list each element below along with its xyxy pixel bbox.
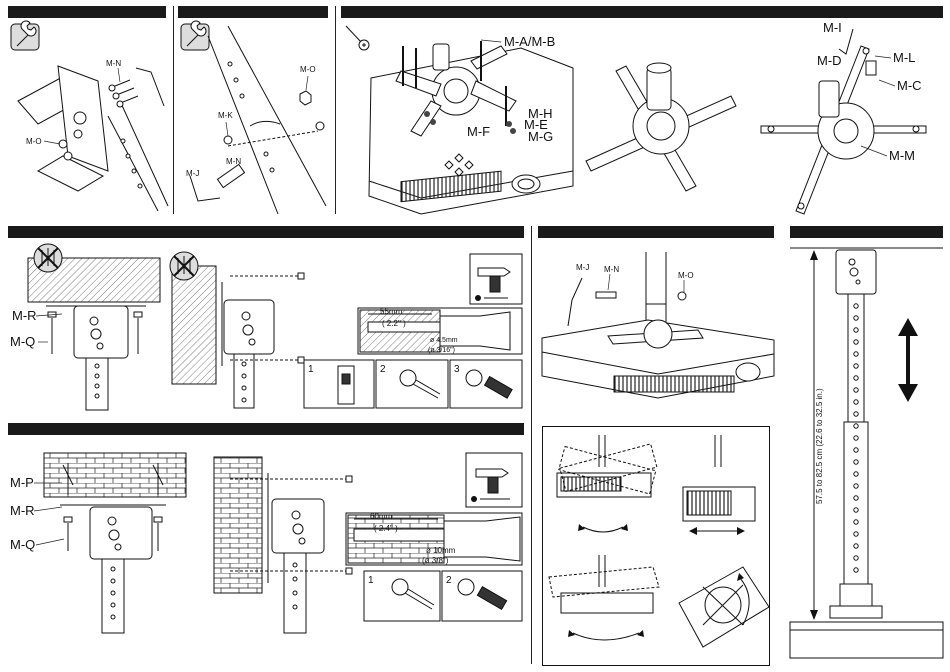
label-m-c: M-C bbox=[897, 78, 922, 93]
projector-illustration bbox=[542, 252, 774, 398]
panel-projector-plate: M-A/M-B M-H M-E M-F M-G M-I M-D M-L M-C bbox=[341, 6, 943, 214]
pole-hole bbox=[854, 400, 858, 404]
pole-hole bbox=[854, 316, 858, 320]
drill-icon bbox=[470, 254, 522, 304]
label-m-r: M-R bbox=[10, 503, 35, 518]
wrench-icon bbox=[11, 21, 39, 50]
pole-hole bbox=[854, 568, 858, 572]
label-m-n: M-N bbox=[226, 157, 241, 166]
label-m-o: M-O bbox=[300, 65, 316, 74]
step-box-2 bbox=[442, 571, 522, 621]
drill-diameter-in: (ø 3/8") bbox=[422, 556, 449, 565]
pole-hole bbox=[854, 508, 858, 512]
extension-pole bbox=[790, 248, 943, 658]
pole-hole bbox=[854, 544, 858, 548]
step-number-1: 1 bbox=[308, 364, 314, 375]
panel-brick-ceiling-install: M-P M-R M-Q 60mm bbox=[8, 423, 524, 633]
drill-diameter-mm: ø 10mm bbox=[426, 546, 456, 555]
step-box-2 bbox=[376, 360, 448, 408]
wall-bracket bbox=[222, 273, 304, 408]
label-m-k: M-K bbox=[218, 111, 233, 120]
label-m-p: M-P bbox=[10, 475, 34, 490]
drill-depth-mm: 55mm bbox=[380, 307, 403, 316]
panel-pole-detail: M-O M-K M-N M-J bbox=[178, 6, 328, 214]
label-m-d: M-D bbox=[817, 53, 842, 68]
step-number-3: 3 bbox=[454, 364, 460, 375]
label-m-o: M-O bbox=[678, 271, 694, 280]
height-range-label: 57.5 to 82.5 cm (22.6 to 32.5 in.) bbox=[815, 388, 824, 504]
tilt-diagram bbox=[557, 435, 657, 532]
label-m-a-m-b: M-A/M-B bbox=[504, 34, 555, 49]
panel-bracket-assembly: M-N M-O bbox=[8, 6, 166, 214]
rotate-diagram bbox=[679, 567, 769, 647]
pole-illustration bbox=[190, 26, 326, 214]
mount-spider-illustration bbox=[586, 63, 736, 191]
pole-hole bbox=[854, 352, 858, 356]
label-m-i: M-I bbox=[823, 20, 842, 35]
screwdriver-icon bbox=[346, 26, 369, 50]
arrow-updown-icon bbox=[898, 318, 918, 402]
pole-hole bbox=[854, 412, 858, 416]
panel-height-range: 57.5 to 82.5 cm (22.6 to 32.5 in.) bbox=[790, 226, 943, 664]
label-m-j: M-J bbox=[576, 263, 589, 272]
step-box-3 bbox=[450, 360, 522, 408]
pole-hole bbox=[854, 328, 858, 332]
pole-hole bbox=[854, 556, 858, 560]
label-m-o: M-O bbox=[26, 137, 42, 146]
step-box-1 bbox=[364, 571, 440, 621]
drill-depth-mm: 60mm bbox=[370, 512, 393, 521]
label-m-q: M-Q bbox=[10, 334, 35, 349]
brick-wall bbox=[214, 457, 262, 593]
pole-hole bbox=[854, 448, 858, 452]
pole-hole bbox=[854, 460, 858, 464]
drill-diameter-mm: ø 4.5mm bbox=[430, 337, 458, 344]
panel-projector-attach: M-J M-N M-O bbox=[538, 226, 774, 416]
pole-hole bbox=[854, 340, 858, 344]
drill-icon bbox=[466, 453, 522, 507]
wrench-icon bbox=[181, 21, 209, 50]
label-m-g: M-G bbox=[528, 129, 553, 144]
label-m-f: M-F bbox=[467, 124, 490, 139]
step-number-2: 2 bbox=[446, 575, 452, 586]
pole-hole bbox=[854, 436, 858, 440]
label-m-j: M-J bbox=[186, 169, 199, 178]
pole-hole bbox=[854, 388, 858, 392]
brick-ceiling bbox=[44, 453, 186, 497]
no-drywall-icon bbox=[170, 252, 198, 280]
label-m-n: M-N bbox=[604, 265, 619, 274]
label-m-r: M-R bbox=[12, 308, 37, 323]
panel-wood-ceiling-install: M-R M-Q bbox=[8, 226, 524, 412]
panel-tilt-swivel bbox=[542, 426, 770, 666]
no-drywall-icon bbox=[34, 244, 62, 272]
pole-hole bbox=[854, 532, 858, 536]
drill-diameter-in: (ø 3/16") bbox=[428, 347, 455, 354]
wood-wall bbox=[172, 266, 216, 384]
swivel-diagram bbox=[549, 555, 659, 640]
label-m-l: M-L bbox=[893, 50, 915, 65]
pole-hole bbox=[854, 484, 858, 488]
pole-hole bbox=[854, 520, 858, 524]
label-m-n: M-N bbox=[106, 59, 121, 68]
pole-hole bbox=[854, 364, 858, 368]
step-number-1: 1 bbox=[368, 575, 374, 586]
label-m-q: M-Q bbox=[10, 537, 35, 552]
drill-depth-in: ( 2.2" ) bbox=[382, 319, 406, 328]
step-number-2: 2 bbox=[380, 364, 386, 375]
pole-hole bbox=[854, 472, 858, 476]
drill-depth-in: ( 2.4" ) bbox=[374, 524, 398, 533]
step-box-1 bbox=[304, 360, 374, 408]
label-m-m: M-M bbox=[889, 148, 915, 163]
ceiling-bracket bbox=[46, 306, 146, 410]
pole-hole bbox=[854, 376, 858, 380]
pole-hole bbox=[854, 424, 858, 428]
side-adjust-diagram bbox=[683, 435, 755, 535]
pole-holes bbox=[854, 304, 858, 572]
pole-hole bbox=[854, 496, 858, 500]
pole-hole bbox=[854, 304, 858, 308]
